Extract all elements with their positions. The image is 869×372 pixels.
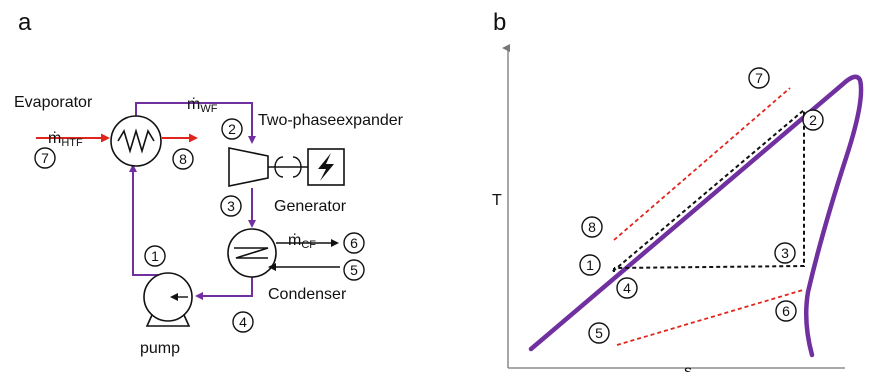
- state-marker-4-a: 4: [232, 311, 254, 333]
- state-marker-8-b: 8: [581, 216, 603, 238]
- state-marker-1-b: 1: [579, 254, 601, 276]
- svg-text:2: 2: [809, 112, 817, 128]
- state-marker-5-b: 5: [588, 322, 610, 344]
- heat-source-line: [613, 87, 791, 241]
- state-marker-5-a: 5: [343, 259, 365, 281]
- s-axis-label: s: [684, 363, 692, 372]
- svg-text:7: 7: [755, 70, 763, 86]
- state-marker-3-a: 3: [220, 195, 242, 217]
- state-marker-6-b: 6: [775, 300, 797, 322]
- panel-b-ts-diagram: b T s 7 2 8 1 4 3 6 5: [492, 9, 864, 372]
- m-wf-label: ṁWF: [187, 96, 218, 115]
- generator-label: Generator: [274, 198, 347, 215]
- state-marker-8-a: 8: [172, 148, 194, 170]
- svg-text:8: 8: [179, 151, 187, 167]
- svg-text:6: 6: [350, 235, 358, 251]
- state-marker-7-b: 7: [748, 67, 770, 89]
- svg-text:1: 1: [586, 257, 594, 273]
- condenser-coil-icon: [234, 247, 269, 259]
- panel-a-label: a: [18, 9, 32, 36]
- pump-label: pump: [140, 340, 180, 357]
- state-marker-1-a: 1: [144, 245, 166, 267]
- panel-b-label: b: [493, 9, 506, 36]
- svg-text:6: 6: [782, 303, 790, 319]
- evaporator-zigzag-icon: [117, 128, 155, 154]
- expander-label: Two-phaseexpander: [258, 112, 404, 129]
- state-marker-6-a: 6: [343, 232, 365, 254]
- coolant-line: [616, 289, 804, 346]
- svg-text:4: 4: [239, 314, 247, 330]
- cycle-path: [609, 107, 805, 273]
- state-marker-2-b: 2: [802, 109, 824, 131]
- pump-icon: [143, 272, 193, 327]
- state-marker-2-a: 2: [221, 118, 243, 140]
- state-marker-3-b: 3: [774, 242, 796, 264]
- condenser-heat-exchanger: [227, 228, 277, 278]
- svg-text:5: 5: [350, 262, 358, 278]
- expander-icon: [228, 147, 269, 187]
- svg-text:2: 2: [228, 121, 236, 137]
- svg-text:3: 3: [781, 245, 789, 261]
- svg-text:8: 8: [588, 219, 596, 235]
- m-cf-label: ṁCF: [288, 232, 316, 251]
- wf-line-evaporator-to-expander: [135, 102, 256, 144]
- t-axis-label: T: [492, 192, 502, 209]
- wf-line-condenser-to-pump: [195, 275, 253, 300]
- evaporator-label: Evaporator: [14, 94, 93, 111]
- saturation-dome: [528, 74, 864, 358]
- svg-text:5: 5: [595, 325, 603, 341]
- evaporator-heat-exchanger: [110, 115, 162, 167]
- lightning-icon: [318, 153, 334, 181]
- state-marker-4-b: 4: [616, 277, 638, 299]
- svg-text:3: 3: [227, 198, 235, 214]
- svg-text:7: 7: [41, 150, 49, 166]
- state-marker-7-a: 7: [34, 147, 56, 169]
- panel-a-cycle-schematic: a Evaporator ṁHTF ṁWF Two-phaseexpander …: [14, 9, 404, 357]
- condenser-label: Condenser: [268, 286, 347, 303]
- coupling-icon: [274, 156, 284, 178]
- svg-text:1: 1: [151, 248, 159, 264]
- coupling-icon-b: [292, 156, 302, 178]
- svg-text:4: 4: [623, 280, 631, 296]
- m-htf-label: ṁHTF: [48, 130, 83, 149]
